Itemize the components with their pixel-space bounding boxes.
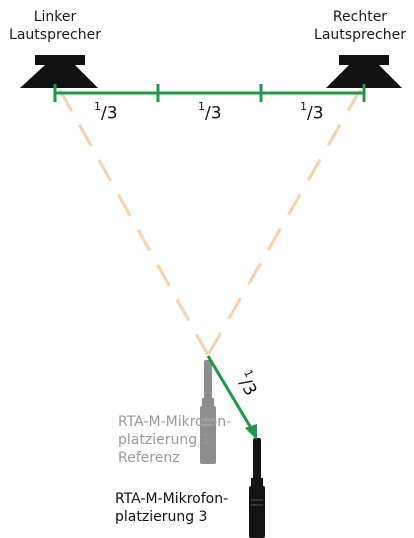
- right-speaker-icon: [326, 55, 402, 88]
- mic-move-arrow: [206, 355, 257, 440]
- fraction-numerator: 1: [94, 100, 101, 113]
- position3-mic-label: RTA-M-Mikrofon- platzierung 3: [115, 490, 228, 526]
- fraction-one-third: 1/3: [300, 100, 324, 124]
- right-speaker-label-line1: Rechter: [332, 9, 388, 25]
- active-microphone-icon: [249, 438, 265, 538]
- right-speaker-label-line2: Lautsprecher: [314, 27, 406, 43]
- fraction-numerator: 1: [300, 100, 307, 113]
- position3-mic-label-line1: RTA-M-Mikrofon-: [115, 491, 229, 507]
- reference-mic-label-line3: Referenz: [118, 450, 180, 466]
- fraction-denominator: 3: [312, 103, 324, 124]
- reference-mic-label-line2: platzierung 1: [118, 432, 211, 448]
- fraction-denominator: 3: [106, 103, 118, 124]
- position3-mic-label-line2: platzierung 3: [115, 509, 208, 525]
- right-sight-line: [206, 89, 362, 356]
- reference-mic-label-line1: RTA-M-Mikrofon-: [118, 414, 232, 430]
- fraction-numerator: 1: [198, 100, 205, 113]
- left-speaker-label: Linker Lautsprecher: [0, 8, 110, 44]
- fraction-denominator: 3: [210, 103, 222, 124]
- left-speaker-label-line1: Linker: [33, 9, 77, 25]
- reference-microphone-icon: [200, 360, 216, 464]
- reference-mic-label: RTA-M-Mikrofon- platzierung 1 Referenz: [118, 413, 231, 467]
- left-speaker-label-line2: Lautsprecher: [9, 27, 101, 43]
- speaker-distance-line: [53, 84, 366, 102]
- left-sight-line: [58, 89, 210, 356]
- fraction-one-third: 1/3: [198, 100, 222, 124]
- right-speaker-label: Rechter Lautsprecher: [306, 8, 414, 44]
- left-speaker-icon: [20, 55, 98, 88]
- fraction-one-third: 1/3: [94, 100, 118, 124]
